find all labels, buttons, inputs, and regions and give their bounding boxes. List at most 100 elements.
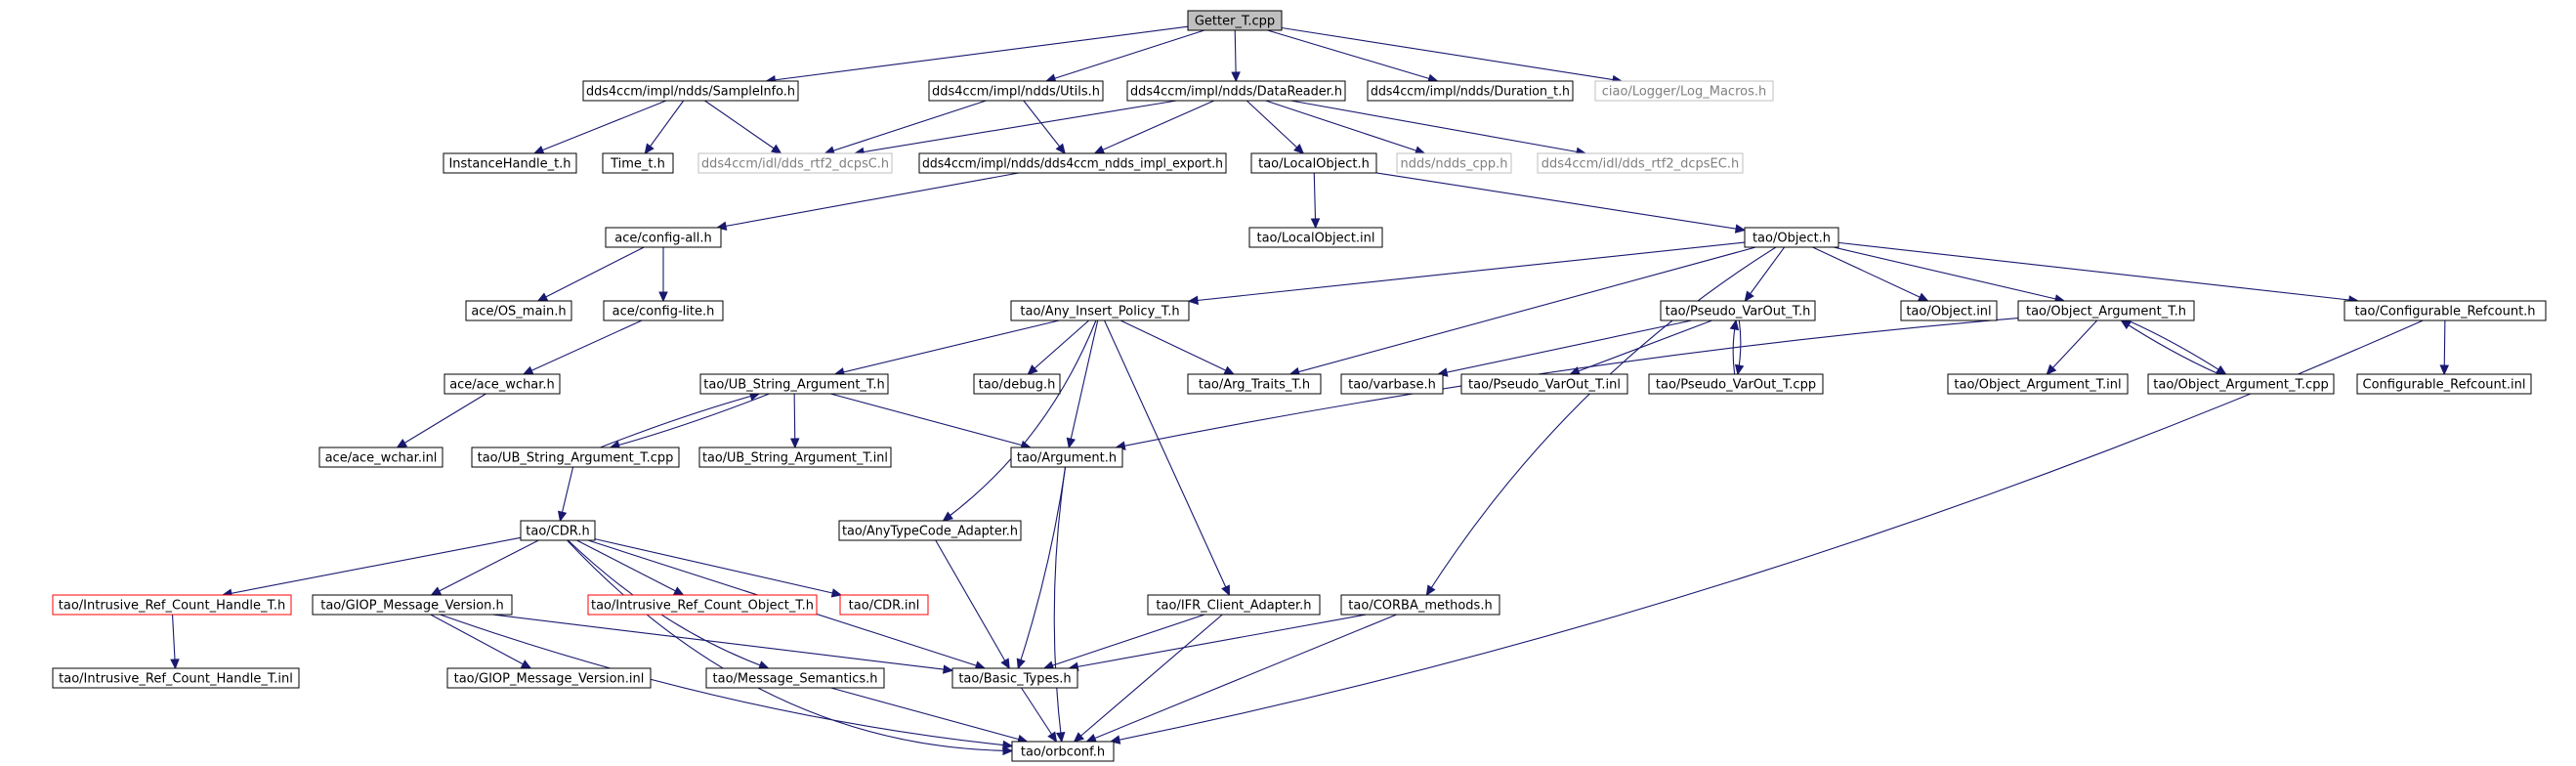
file-node-osmain[interactable]: ace/OS_main.h: [465, 300, 572, 321]
include-edge-msgsemantics-to-orbconf: [830, 687, 1029, 745]
file-node-giopversion[interactable]: tao/GIOP_Message_Version.h: [312, 594, 513, 616]
file-node-intrusivehandleinl[interactable]: tao/Intrusive_Ref_Count_Handle_T.inl: [52, 667, 300, 689]
node-label: dds4ccm/idl/dds_rtf2_dcpsC.h: [701, 157, 889, 172]
file-node-duration[interactable]: dds4ccm/impl/ndds/Duration_t.h: [1367, 80, 1574, 102]
include-edge-ifrclient-to-orbconf: [1073, 614, 1223, 743]
node-label: tao/orbconf.h: [1021, 745, 1105, 760]
arrowhead-icon: [1000, 658, 1010, 670]
node-box: [471, 447, 680, 468]
file-node-timet[interactable]: Time_t.h: [602, 152, 674, 174]
file-node-argumenth[interactable]: tao/Argument.h: [1010, 447, 1123, 468]
file-node-configlite[interactable]: ace/config-lite.h: [603, 300, 724, 321]
include-edge-utils-to-implexport: [1023, 100, 1066, 154]
file-node-cdrinl[interactable]: tao/CDR.inl: [839, 594, 929, 616]
edge-line: [1570, 319, 1712, 375]
file-node-orbconf[interactable]: tao/orbconf.h: [1011, 741, 1115, 762]
file-node-sampleinfo[interactable]: dds4ccm/impl/ndds/SampleInfo.h: [582, 80, 799, 102]
file-node-pseudovaroutinl[interactable]: tao/Pseudo_VarOut_T.inl: [1460, 373, 1628, 395]
file-node-objectargcpp[interactable]: tao/Object_Argument_T.cpp: [2147, 373, 2335, 395]
edge-line: [1812, 246, 1928, 302]
arrowhead-icon: [522, 365, 534, 375]
file-node-giopversioninl[interactable]: tao/GIOP_Message_Version.inl: [446, 667, 652, 689]
file-node-objectarginl[interactable]: tao/Object_Argument_T.inl: [1947, 373, 2129, 395]
file-node-objectinl[interactable]: tao/Object.inl: [1900, 300, 1998, 321]
file-node-ubstringcpp[interactable]: tao/UB_String_Argument_T.cpp: [471, 447, 680, 468]
file-node-debugh[interactable]: tao/debug.h: [973, 373, 1061, 395]
file-node-pseudovarout[interactable]: tao/Pseudo_VarOut_T.h: [1660, 300, 1816, 321]
edge-line: [704, 100, 781, 154]
file-node-basictypes[interactable]: tao/Basic_Types.h: [951, 667, 1078, 689]
node-box: [1340, 594, 1500, 616]
file-node-implexport[interactable]: dds4ccm/impl/ndds/dds4ccm_ndds_impl_expo…: [918, 152, 1227, 174]
arrowhead-icon: [1002, 745, 1014, 756]
edge-line: [537, 246, 645, 302]
file-node-varbase[interactable]: tao/varbase.h: [1340, 373, 1444, 395]
include-edge-utils-to-dcpsc: [823, 100, 987, 155]
file-node-localobjectinl[interactable]: tao/LocalObject.inl: [1248, 227, 1383, 248]
node-label: tao/Configurable_Refcount.h: [2354, 305, 2535, 319]
node-label: tao/GIOP_Message_Version.inl: [454, 672, 645, 687]
node-box: [698, 447, 892, 468]
file-node-instancehandle[interactable]: InstanceHandle_t.h: [443, 152, 577, 174]
include-edge-getter-to-datareader: [1231, 29, 1241, 83]
file-node-acewcharinl[interactable]: ace/ace_wchar.inl: [318, 447, 443, 468]
file-node-configall[interactable]: ace/config-all.h: [605, 227, 722, 248]
arrowhead-icon: [658, 291, 668, 303]
include-edge-objecth-to-anyinsert: [1187, 241, 1746, 306]
node-label: dds4ccm/impl/ndds/Duration_t.h: [1371, 85, 1570, 100]
file-node-localobject[interactable]: tao/LocalObject.h: [1250, 152, 1377, 174]
include-edge-getter-to-duration: [1267, 29, 1439, 83]
node-box: [973, 373, 1061, 395]
include-edge-ubstringcpp-to-ubstringh: [600, 391, 761, 448]
arrowhead-icon: [942, 511, 953, 522]
arrowhead-icon: [396, 439, 408, 448]
file-node-utils[interactable]: dds4ccm/impl/ndds/Utils.h: [928, 80, 1104, 102]
file-node-acewchar[interactable]: ace/ace_wchar.h: [443, 373, 561, 395]
arrowhead-icon: [1073, 732, 1084, 743]
file-node-anyinsert[interactable]: tao/Any_Insert_Policy_T.h: [1010, 300, 1190, 321]
node-box: [1250, 152, 1377, 174]
node-box: [446, 667, 652, 689]
include-edge-anyinsert-to-argtraits: [1119, 319, 1236, 375]
include-edge-objecth-to-pseudovarout: [1744, 246, 1786, 302]
arrowhead-icon: [1047, 731, 1058, 744]
node-box: [951, 667, 1078, 689]
edge-line: [523, 319, 643, 375]
node-label: tao/varbase.h: [1348, 378, 1436, 393]
node-label: ace/config-all.h: [614, 232, 712, 246]
file-node-ubstringh[interactable]: tao/UB_String_Argument_T.h: [699, 373, 889, 395]
arrowhead-icon: [557, 510, 568, 523]
node-label: dds4ccm/idl/dds_rtf2_dcpsEC.h: [1541, 157, 1739, 172]
file-node-intrusivehandle[interactable]: tao/Intrusive_Ref_Count_Handle_T.h: [52, 594, 292, 616]
file-node-msgsemantics[interactable]: tao/Message_Semantics.h: [705, 667, 885, 689]
include-edge-cdrh-to-intrusivehandle: [221, 536, 522, 598]
file-node-anytypecode[interactable]: tao/AnyTypeCode_Adapter.h: [838, 520, 1022, 541]
edge-line: [1188, 241, 1746, 302]
file-node-ubstringinl[interactable]: tao/UB_String_Argument_T.inl: [698, 447, 892, 468]
file-node-datareader[interactable]: dds4ccm/impl/ndds/DataReader.h: [1126, 80, 1346, 102]
node-box: [465, 300, 572, 321]
file-node-configrefcountinl[interactable]: Configurable_Refcount.inl: [2356, 373, 2532, 395]
arrowhead-icon: [1016, 658, 1026, 670]
file-node-corbamethods[interactable]: tao/CORBA_methods.h: [1340, 594, 1500, 616]
file-node-nddscpp: ndds/ndds_cpp.h: [1396, 152, 1512, 174]
file-node-getter[interactable]: Getter_T.cpp: [1187, 10, 1283, 31]
file-node-objectargh[interactable]: tao/Object_Argument_T.h: [2017, 300, 2195, 321]
node-box: [697, 152, 893, 174]
file-node-ifrclient[interactable]: tao/IFR_Client_Adapter.h: [1147, 594, 1321, 616]
include-edge-configrefcount-to-configrefcountinl: [2439, 319, 2450, 376]
node-label: tao/Object_Argument_T.inl: [1954, 378, 2121, 393]
include-edge-getter-to-utils: [1044, 29, 1205, 83]
node-box: [838, 520, 1022, 541]
file-node-argtraits[interactable]: tao/Arg_Traits_T.h: [1187, 373, 1322, 395]
include-edge-datareader-to-nddscpp: [1265, 100, 1426, 155]
node-box: [1187, 373, 1322, 395]
node-label: tao/AnyTypeCode_Adapter.h: [842, 525, 1018, 539]
file-node-pseudovaroutcpp[interactable]: tao/Pseudo_VarOut_T.cpp: [1648, 373, 1824, 395]
file-node-intrusiveobject[interactable]: tao/Intrusive_Ref_Count_Object_T.h: [587, 594, 818, 616]
file-node-cdrh[interactable]: tao/CDR.h: [520, 520, 596, 541]
edge-line: [824, 100, 987, 154]
file-node-objecth[interactable]: tao/Object.h: [1744, 227, 1839, 248]
node-label: tao/Object_Argument_T.h: [2026, 305, 2186, 319]
file-node-configrefcount[interactable]: tao/Configurable_Refcount.h: [2344, 300, 2547, 321]
